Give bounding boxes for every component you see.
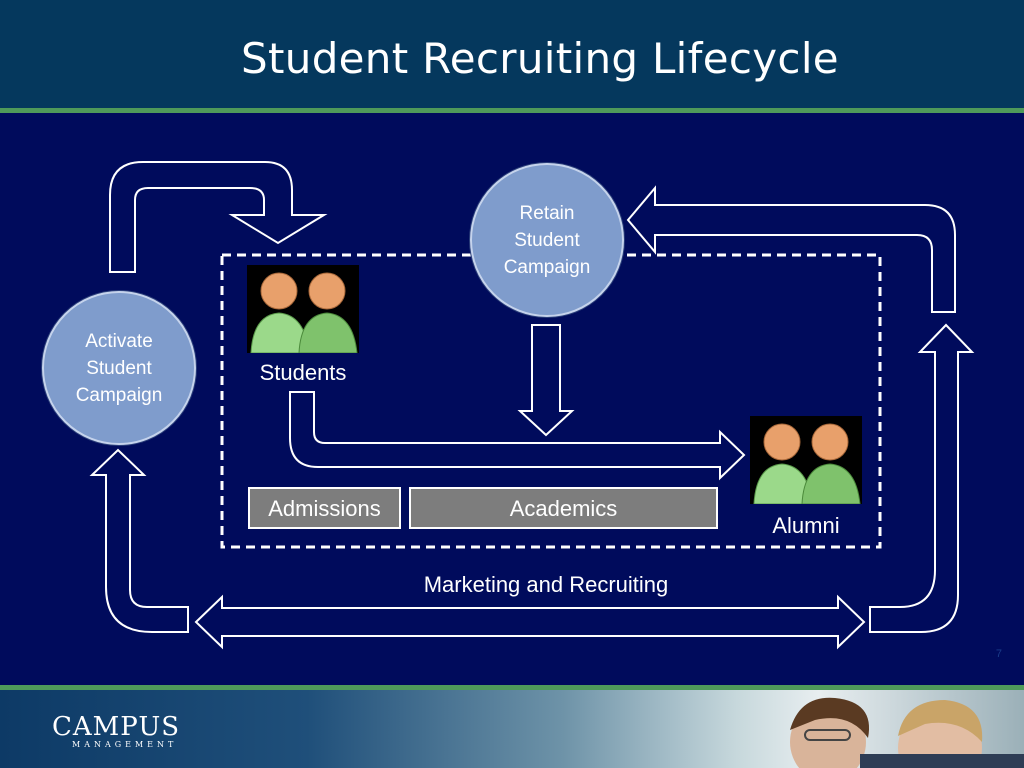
retain-loop-arrow [626, 185, 956, 313]
campus-management-logo: CAMPUS MANAGEMENT [52, 712, 180, 749]
activate-to-students-arrow [109, 161, 328, 273]
logo-wordmark: CAMPUS [52, 712, 181, 742]
marketing-double-arrow [194, 594, 866, 650]
footer-divider [0, 685, 1024, 690]
activate-campaign-label: Activate Student Campaign [75, 330, 163, 406]
marketing-to-activate-arrow [89, 448, 189, 633]
title-divider [0, 108, 1024, 113]
retain-campaign-label: Retain Student Campaign [503, 202, 591, 278]
students-to-alumni-arrow [289, 391, 746, 481]
alumni-to-retain-arrow [869, 323, 975, 633]
title-bar: Student Recruiting Lifecycle [0, 0, 1024, 113]
footer-banner: CAMPUS MANAGEMENT [0, 690, 1024, 768]
alumni-icon [750, 416, 862, 505]
institution-boundary [220, 253, 882, 549]
page-number: 7 [995, 648, 1002, 660]
marketing-recruiting-label: Marketing and Recruiting [423, 572, 669, 597]
activate-campaign-node: Activate Student Campaign [42, 291, 196, 445]
slide-title: Student Recruiting Lifecycle [241, 34, 839, 83]
logo-tagline: MANAGEMENT [72, 740, 178, 749]
footer-photo [790, 697, 1024, 768]
admissions-bar: Admissions [248, 487, 401, 529]
retain-down-arrow [517, 324, 575, 437]
retain-campaign-node: Retain Student Campaign [470, 163, 624, 317]
students-label: Students [259, 360, 347, 385]
alumni-label: Alumni [772, 513, 840, 538]
students-icon [247, 265, 359, 354]
academics-bar: Academics [409, 487, 718, 529]
